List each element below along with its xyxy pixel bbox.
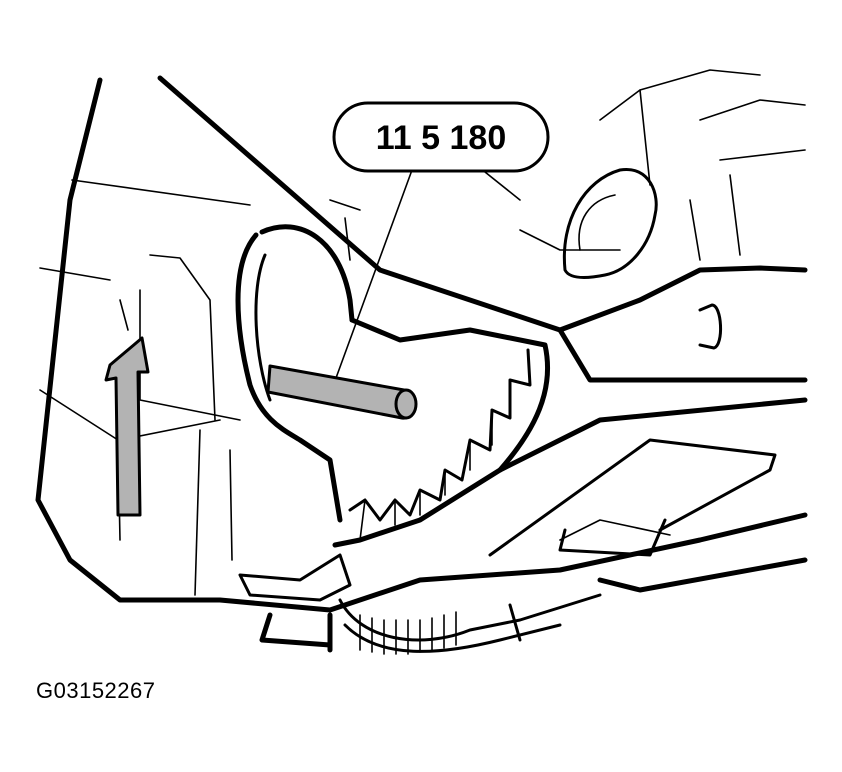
part-number-callout: 11 5 180 <box>332 101 550 173</box>
engine-housing <box>35 77 333 613</box>
flywheel-opening <box>235 224 355 523</box>
lower-casing <box>327 327 808 613</box>
wire-harness <box>259 593 602 655</box>
up-arrow-icon <box>104 336 150 517</box>
figure-id-label: G03152267 <box>36 678 156 703</box>
locking-pin-tool <box>266 364 418 420</box>
block-upper-edge <box>157 75 563 333</box>
transmission-housing <box>329 69 808 350</box>
callout-leader-line <box>335 169 413 379</box>
mounting-bracket <box>238 553 352 602</box>
ring-gear <box>332 317 551 548</box>
part-number-label: 11 5 180 <box>376 119 506 157</box>
